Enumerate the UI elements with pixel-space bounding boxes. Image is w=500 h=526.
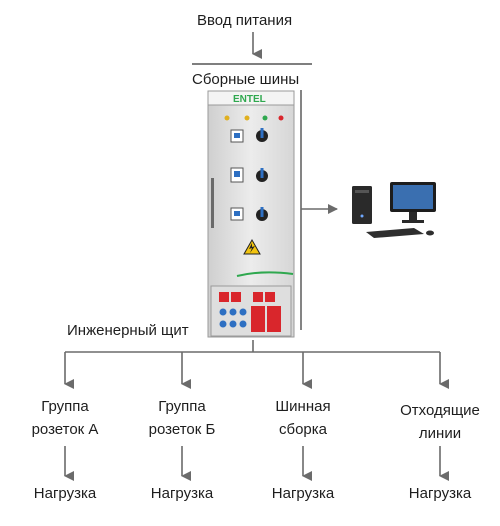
load-label-lines: Нагрузка xyxy=(408,485,472,502)
branch-bus-label: Шинная сборка xyxy=(258,397,348,439)
branch-b-line2: розеток Б xyxy=(148,421,216,438)
busbar-label: Сборные шины xyxy=(192,71,300,88)
branch-b-line1: Группа xyxy=(158,398,206,415)
branch-bus-line1: Шинная xyxy=(275,398,331,415)
branch-a-line1: Группа xyxy=(41,398,89,415)
load-label-bus: Нагрузка xyxy=(271,485,335,502)
switchboard-label: Инженерный щит xyxy=(67,322,189,339)
branch-a-line2: розеток А xyxy=(31,421,99,438)
computer-workstation-icon xyxy=(352,182,436,238)
branch-lines-line1: Отходящие xyxy=(400,402,480,419)
branch-b-label: Группа розеток Б xyxy=(137,397,227,439)
power-input-label: Ввод питания xyxy=(197,12,293,29)
branch-lines-line2: линии xyxy=(418,425,462,442)
branch-lines-label: Отходящие линии xyxy=(385,401,495,443)
load-label-a: Нагрузка xyxy=(33,485,97,502)
load-label-b: Нагрузка xyxy=(150,485,214,502)
branch-bus-line2: сборка xyxy=(278,421,327,438)
branch-a-label: Группа розеток А xyxy=(20,397,110,439)
brand-logo: ENTEL xyxy=(233,94,266,105)
switchboard-cabinet-icon: ENTEL xyxy=(207,90,295,338)
high-voltage-warning-icon xyxy=(243,238,261,255)
